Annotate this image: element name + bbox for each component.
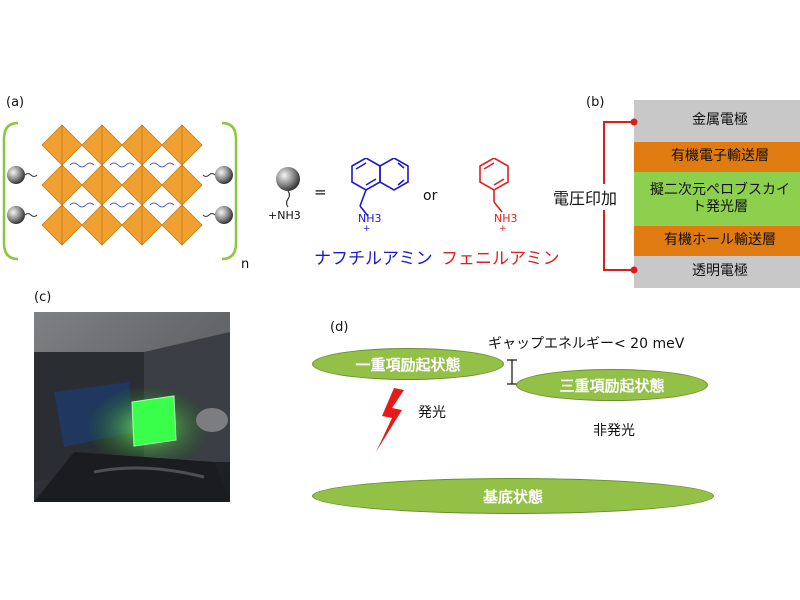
layer-hole-transport: 有機ホール輸送層: [634, 226, 800, 256]
spacer-ball-icon: [276, 167, 300, 208]
spacer-ball: [7, 166, 25, 184]
ammonium-label: +NH3: [268, 209, 301, 222]
spacer-tail: [202, 173, 216, 177]
emission-bolt-icon: [376, 388, 404, 452]
spacer-ion: [109, 162, 135, 168]
spacer-tail: [202, 213, 216, 217]
layer-metal-electrode: 金属電極: [634, 100, 800, 142]
emission-label: 発光: [418, 405, 446, 421]
spacer-ion: [109, 202, 135, 208]
voltage-label: 電圧印加: [553, 184, 618, 210]
repeat-n: n: [241, 257, 250, 272]
panel-c-label: (c): [34, 290, 52, 305]
octahedra-lattice: [41, 124, 203, 246]
phenyl-nh3: NH3: [494, 212, 518, 225]
triplet-state: 三重項励起状態: [516, 369, 708, 401]
spacer-ball: [215, 166, 233, 184]
naphthyl-molecule-icon: [351, 158, 409, 217]
or-label: or: [423, 188, 438, 204]
left-bracket: [2, 121, 19, 261]
spacer-ion: [149, 162, 175, 168]
spacer-ball: [215, 206, 233, 224]
panel-a-label: (a): [6, 95, 25, 110]
naphthyl-charge: +: [363, 224, 371, 234]
gap-bracket: [507, 359, 517, 385]
phenylamine-label: フェニルアミン: [441, 249, 560, 269]
layer-perovskite-emitter: 擬二次元ペロブスカイト発光層: [634, 172, 800, 226]
equals-sign: =: [314, 183, 327, 201]
phenyl-charge: +: [499, 224, 507, 234]
organic-spacer-balls: [7, 166, 233, 224]
gap-energy-label: ギャップエネルギー< 20 meV: [488, 336, 685, 352]
panel-d-label: (d): [330, 320, 349, 335]
layer-electron-transport: 有機電子輸送層: [634, 142, 800, 172]
singlet-state: 一重項励起状態: [312, 348, 504, 380]
spacer-ions: [69, 162, 175, 208]
panel-b-label: (b): [586, 95, 605, 110]
non-emission-label: 非発光: [593, 423, 635, 439]
spacer-ion: [149, 202, 175, 208]
phenyl-molecule-icon: [479, 158, 509, 213]
ground-state: 基底状態: [312, 478, 714, 514]
spacer-ion: [69, 162, 95, 168]
naphthyl-nh3: NH3: [358, 212, 382, 225]
spacer-ion: [69, 202, 95, 208]
spacer-tail: [24, 173, 38, 177]
naphthylamine-label: ナフチルアミン: [314, 249, 433, 269]
perovskite-structure-diagram: [2, 121, 238, 261]
device-stack: 金属電極 有機電子輸送層 擬二次元ペロブスカイト発光層 有機ホール輸送層 透明電…: [634, 100, 800, 288]
layer-transparent-electrode: 透明電極: [634, 256, 800, 288]
led-device-photo: [34, 312, 230, 502]
right-bracket: [221, 121, 238, 261]
spacer-tail: [24, 213, 38, 217]
spacer-ball: [7, 206, 25, 224]
